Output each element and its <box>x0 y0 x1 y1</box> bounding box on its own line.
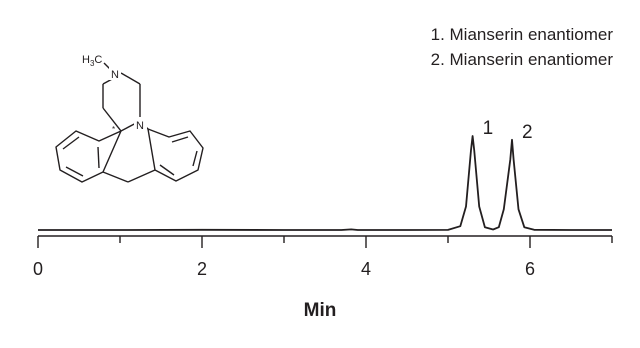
legend-entry-2: 2. Mianserin enantiomer <box>430 50 613 69</box>
chromatogram-trace <box>38 135 612 231</box>
x-axis-ticks <box>37 236 613 248</box>
mianserin-atom-labels: H3C N N * <box>82 54 147 134</box>
amine-n1-label: N <box>111 69 119 81</box>
stereocenter-mark: * <box>112 125 115 134</box>
x-axis-tick-labels: 0 2 4 6 <box>33 259 535 279</box>
x-tick-label: 0 <box>33 259 43 279</box>
methyl-label: H3C <box>82 54 102 68</box>
x-tick-label: 4 <box>361 259 371 279</box>
legend: 1. Mianserin enantiomer 2. Mianserin ena… <box>431 22 613 72</box>
peak-label-2: 2 <box>522 122 533 143</box>
x-tick-label: 6 <box>525 259 535 279</box>
legend-entry-1: 1. Mianserin enantiomer <box>430 25 613 44</box>
x-tick-label: 2 <box>197 259 207 279</box>
mianserin-structure <box>55 62 204 183</box>
amine-n2-label: N <box>136 120 144 132</box>
peak-label-1: 1 <box>483 118 494 139</box>
x-axis-title: Min <box>304 300 337 321</box>
